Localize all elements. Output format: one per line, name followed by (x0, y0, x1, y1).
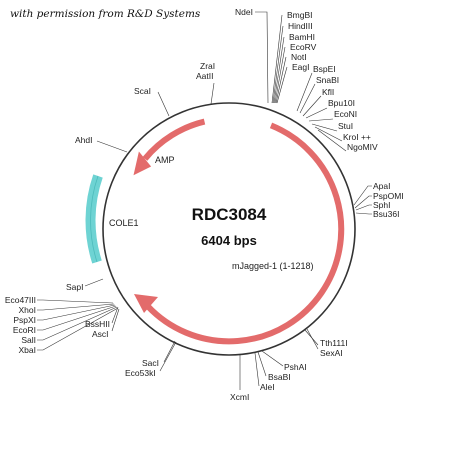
site-group-bottom-left (159, 340, 177, 372)
site-asci: AscI (92, 329, 109, 339)
site-pshai: PshAI (284, 362, 307, 372)
site-eco47iii: Eco47III (5, 295, 36, 305)
site-ecori: EcoRI (13, 325, 36, 335)
plasmid-size: 6404 bps (201, 233, 257, 248)
site-group-bottom (239, 350, 284, 390)
site-bpu10i: Bpu10I (328, 98, 355, 108)
site-noti: NotI (291, 52, 307, 62)
cole1-box-outline (90, 175, 99, 263)
site-apai: ApaI (373, 181, 391, 191)
mjagged-arrow (145, 122, 345, 345)
site-hindiii: HindIII (288, 21, 313, 31)
mjagged-arrowhead (134, 294, 158, 313)
site-bsu36i: Bsu36I (373, 209, 399, 219)
cole1-label: COLE1 (109, 218, 139, 228)
site-ndei: NdeI (235, 7, 253, 17)
site-ecorv: EcoRV (290, 42, 317, 52)
site-ngomiv: NgoMIV (347, 142, 378, 152)
site-kroi: KroI ++ (343, 132, 371, 142)
plasmid-backbone (102, 102, 356, 356)
site-group-left (37, 299, 119, 351)
site-group-left-bottom (111, 306, 120, 332)
site-snabi: SnaBI (316, 75, 339, 85)
site-group-upper-right (296, 72, 347, 152)
site-econi: EcoNI (334, 109, 357, 119)
site-group-left-singles (84, 82, 215, 287)
site-ahdi: AhdI (75, 135, 93, 145)
site-saci: SacI (142, 358, 159, 368)
site-sexai: SexAI (320, 348, 343, 358)
site-group-right (353, 185, 372, 215)
plasmid-name: RDC3084 (192, 205, 267, 224)
site-aatii: AatII (196, 71, 213, 81)
site-sali: SalI (21, 335, 36, 345)
amp-label: AMP (155, 155, 175, 165)
site-pspxi: PspXI (13, 315, 36, 325)
site-scai: ScaI (134, 86, 151, 96)
site-alei: AleI (260, 382, 275, 392)
credit-text: with permission from R&D Systems (10, 8, 201, 20)
site-tth111i: Tth111I (320, 338, 348, 348)
site-bspei: BspEI (313, 64, 336, 74)
amp-arrow (142, 118, 206, 161)
site-zrai: ZraI (200, 61, 215, 71)
site-eagi: EagI (292, 62, 310, 72)
amp-arrowhead (133, 151, 152, 176)
site-group-top (255, 11, 288, 104)
site-kfli: KflI (322, 87, 334, 97)
site-bmgbi: BmgBI (287, 10, 313, 20)
site-bsabi: BsaBI (268, 372, 291, 382)
site-group-lower-right (304, 328, 319, 350)
site-bamhi: BamHI (289, 32, 315, 42)
site-xcmi: XcmI (230, 392, 249, 402)
site-xbai: XbaI (19, 345, 37, 355)
site-bsshii: BssHII (85, 319, 110, 329)
site-stui: StuI (338, 121, 353, 131)
site-pspomi: PspOMI (373, 191, 404, 201)
site-sapi: SapI (66, 282, 84, 292)
site-eco53ki: Eco53kI (125, 368, 156, 378)
site-xhoi: XhoI (19, 305, 37, 315)
mjagged-label: mJagged-1 (1-1218) (232, 261, 314, 271)
site-sphi: SphI (373, 200, 391, 210)
